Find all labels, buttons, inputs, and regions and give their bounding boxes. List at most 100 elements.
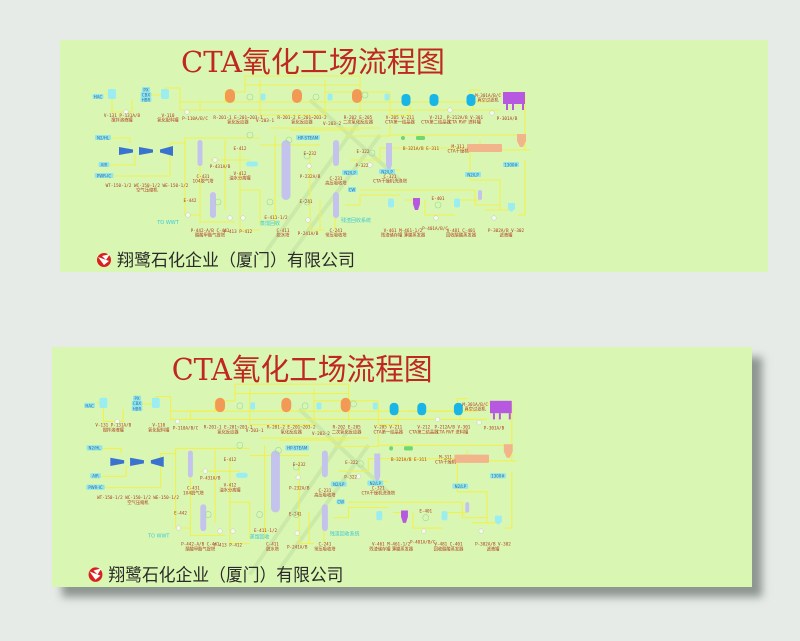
equipment-tag: M-311 bbox=[439, 455, 452, 461]
equipment-tag: C-431 bbox=[187, 486, 200, 492]
equipment-name: 真空过滤机 bbox=[477, 97, 499, 104]
stream-tag-box bbox=[94, 173, 114, 178]
heat-exchanger-icon bbox=[236, 441, 244, 449]
pump-icon bbox=[489, 110, 495, 116]
equipment-tag: E-232 bbox=[304, 151, 317, 157]
equipment-tag: V-131 P-131A/B bbox=[104, 113, 141, 119]
evaporator-v481-icon bbox=[441, 510, 448, 521]
equipment-tag: E-241 bbox=[289, 512, 302, 518]
pump-icon bbox=[123, 109, 129, 115]
heat-exchanger-icon bbox=[434, 201, 442, 209]
pump-icon bbox=[212, 157, 218, 163]
reactor-icon bbox=[225, 89, 235, 103]
equipment-tag: V-212 bbox=[430, 115, 443, 121]
equipment-tag: E-241 bbox=[300, 199, 313, 205]
column-icon bbox=[197, 140, 203, 166]
reactor-icon bbox=[292, 89, 302, 103]
pump-icon bbox=[421, 528, 427, 534]
heat-exchanger-icon bbox=[368, 149, 376, 157]
evaporator-v481-icon bbox=[454, 198, 460, 208]
stream-tag-box bbox=[296, 135, 320, 140]
company-name: 翔鹭石化企业（厦门）有限公司 bbox=[108, 565, 343, 585]
heat-exchanger-icon bbox=[256, 511, 263, 518]
heat-exchanger-icon bbox=[246, 93, 254, 101]
stream-tag-box bbox=[98, 162, 110, 167]
equipment-name: 104脱气塔 bbox=[183, 489, 204, 496]
equipment-name: 104脱气塔 bbox=[192, 178, 214, 185]
equipment-tag: C-241 bbox=[330, 228, 343, 234]
equipment-name: 脱水塔 bbox=[266, 545, 279, 552]
equipment-tag: R-201-1 E-201~203-1 bbox=[204, 425, 253, 431]
process-pipe bbox=[101, 447, 250, 489]
stream-tag-box bbox=[141, 87, 151, 92]
equipment-name: 真空过滤机 bbox=[465, 406, 487, 413]
equipment-tag: P-212A/B V-301 bbox=[435, 425, 471, 431]
stream-tag-label: PX bbox=[143, 87, 148, 92]
stream-tag-label: HBR bbox=[133, 406, 142, 411]
outlet-label: 蒸馏回收 bbox=[250, 533, 270, 540]
heat-exchanger-icon bbox=[350, 400, 357, 408]
logo-bird-icon bbox=[89, 568, 102, 580]
equipment-name: CTA第二结晶器 bbox=[409, 428, 439, 435]
pump-icon bbox=[240, 215, 246, 221]
equipment-tag: C-321 bbox=[372, 486, 385, 492]
column-icon bbox=[200, 504, 207, 532]
pump-icon bbox=[295, 474, 301, 480]
filter-leg-icon bbox=[508, 413, 511, 420]
equipment-name: 回收醋酸蒸发器 bbox=[434, 545, 464, 552]
equipment-name: 二次氧化反应器 bbox=[332, 428, 362, 435]
outlet-label: 残渣回收系统 bbox=[330, 530, 360, 537]
stream-tag-label: N2/LP bbox=[467, 172, 479, 177]
reactor-icon bbox=[215, 397, 226, 413]
company-logo bbox=[88, 567, 103, 582]
process-pipe bbox=[184, 140, 260, 231]
outlet-label: TO WWT bbox=[147, 533, 170, 539]
scrubber-column-icon bbox=[374, 453, 381, 485]
stream-tag-box bbox=[330, 481, 347, 487]
equipment-name: CTA干燥机 bbox=[447, 148, 469, 155]
stream-tag-box bbox=[379, 169, 395, 174]
stream-tag-label: AIR bbox=[92, 474, 99, 479]
equipment-tag: V-131 P-131A/B bbox=[95, 423, 131, 429]
equipment-tag: P-322 bbox=[344, 474, 357, 480]
compressor-icon bbox=[139, 147, 153, 155]
tank-v461-icon bbox=[388, 198, 394, 208]
stream-tag-label: N2/LP bbox=[370, 481, 382, 486]
equipment-tag: P-302A/B V-302 bbox=[488, 228, 525, 234]
stream-tag-label: CW bbox=[349, 187, 356, 192]
process-pipe bbox=[270, 125, 530, 210]
equipment-tag: E-411-1/2 bbox=[264, 215, 288, 221]
vacuum-filter-icon bbox=[489, 400, 512, 414]
equipment-name: 滤液罐 bbox=[487, 545, 500, 552]
rotary-dryer-icon bbox=[454, 454, 490, 463]
filter-leg-icon bbox=[492, 413, 495, 420]
cyclone-icon bbox=[503, 444, 513, 458]
heat-exchanger-icon bbox=[246, 131, 254, 139]
pump-icon bbox=[491, 215, 497, 221]
process-pipe bbox=[199, 189, 400, 230]
heat-exchanger-icon bbox=[357, 460, 364, 468]
equipment-tag: P-232A/B bbox=[300, 174, 321, 180]
heat-exchanger-icon bbox=[292, 511, 300, 518]
equipment-name: CTA RVF 进料罐 bbox=[449, 119, 482, 126]
equipment-tag: C-431 bbox=[197, 174, 210, 180]
stream-tag-box bbox=[336, 499, 345, 505]
pump-icon bbox=[227, 215, 233, 221]
stream-tag-label: PX bbox=[134, 396, 139, 401]
heat-exchanger-icon bbox=[236, 402, 244, 410]
reactor-icon bbox=[352, 89, 362, 103]
equipment-name: 残渣储存罐 薄膜蒸发器 bbox=[369, 545, 413, 552]
equipment-tag: M-301A/B/C bbox=[462, 402, 488, 408]
equipment-tag: P-302A/B V-302 bbox=[475, 542, 511, 548]
equipment-tag: V-412 bbox=[224, 483, 237, 489]
stream-tag-label: CW bbox=[337, 499, 344, 504]
pump-icon bbox=[185, 212, 191, 218]
filter-leg-icon bbox=[498, 413, 501, 420]
stream-tag-box bbox=[90, 473, 101, 479]
equipment-name: CTA第二结晶器 bbox=[421, 119, 451, 126]
crystallizer-icon bbox=[417, 402, 427, 416]
equipment-tag: C-321 bbox=[384, 174, 397, 180]
stream-tag-box bbox=[140, 97, 152, 102]
equipment-name: 残渣储存罐 薄膜蒸发器 bbox=[381, 232, 426, 239]
